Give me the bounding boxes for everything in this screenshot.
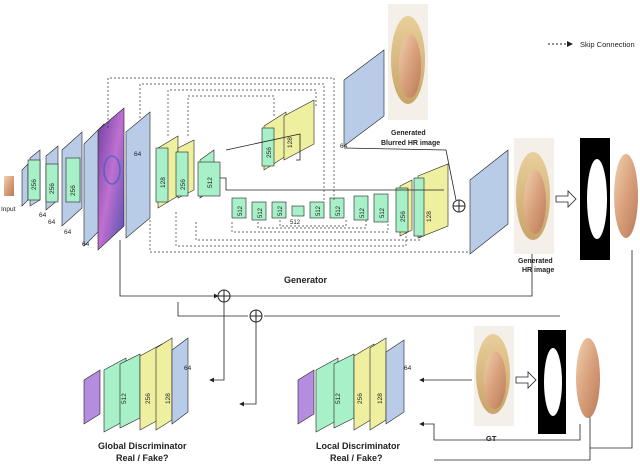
input-label: Input xyxy=(1,206,16,213)
skip-lines xyxy=(107,77,469,253)
gen-64-a: 64 xyxy=(134,151,142,158)
gen-512-a: 512 xyxy=(207,177,214,188)
local-disc-label-2: Real / Fake? xyxy=(330,453,383,463)
gt-image: GT xyxy=(474,326,514,443)
hollow-arrows xyxy=(515,190,577,389)
gd-256: 256 xyxy=(145,393,152,404)
gen-512-b: 512 xyxy=(238,205,244,216)
enc-256-a: 256 xyxy=(31,179,38,190)
global-discriminator: 512 256 128 64 Global Discriminator Real… xyxy=(83,337,192,463)
gen-256-c: 256 xyxy=(266,147,273,158)
gen-512-f: 512 xyxy=(316,205,322,216)
local-discriminator: 512 256 128 64 Local Discriminator Real … xyxy=(297,337,412,463)
enc-256-c: 256 xyxy=(70,185,77,196)
gen-blurred-label-1: Generated xyxy=(391,130,426,137)
local-disc-label-1: Local Discriminator xyxy=(316,441,401,451)
feature-map xyxy=(97,107,125,251)
gen-512-e: 512 xyxy=(290,220,301,226)
gt-mask xyxy=(538,330,600,434)
gen-512-h: 512 xyxy=(360,207,366,218)
enc-64-a: 64 xyxy=(39,212,47,219)
ld-128: 128 xyxy=(377,393,384,404)
input-image: Input xyxy=(1,176,16,213)
enc-64-c: 64 xyxy=(64,229,72,236)
skip-connection-label: Skip Connection xyxy=(580,40,635,49)
gen-512-g: 512 xyxy=(336,205,342,216)
gen-128-c: 128 xyxy=(287,137,294,148)
gen-512-c: 512 xyxy=(258,207,264,218)
generator: 64 128 256 512 512 512 512 512 512 512 5… xyxy=(125,49,509,285)
gen-hr-label-2: HR image xyxy=(522,267,554,274)
merge-nodes xyxy=(217,289,263,323)
gd-128: 128 xyxy=(165,393,172,404)
gt-label: GT xyxy=(486,434,497,443)
generated-hr-image: Generated HR image xyxy=(514,138,554,274)
ld-256: 256 xyxy=(357,393,364,404)
gen-512-d: 512 xyxy=(278,205,284,216)
enc-64-b: 64 xyxy=(48,219,56,226)
gen-hr-label-1: Generated xyxy=(518,258,553,265)
generator-label: Generator xyxy=(284,275,328,285)
global-disc-label-2: Real / Fake? xyxy=(116,453,169,463)
gen-256-a: 256 xyxy=(180,179,187,190)
gen-256-b: 256 xyxy=(400,211,407,222)
enc-256-b: 256 xyxy=(49,183,56,194)
gen-blurred-label-2: Blurred HR image xyxy=(381,140,440,147)
gd-512: 512 xyxy=(121,393,128,404)
ld-64: 64 xyxy=(404,365,412,372)
data-lines xyxy=(119,133,633,461)
global-disc-label-1: Global Discriminator xyxy=(98,441,187,451)
enc-64-d: 64 xyxy=(82,241,90,248)
gd-64: 64 xyxy=(184,365,192,372)
gen-64-b: 64 xyxy=(340,143,348,150)
gen-512-i: 512 xyxy=(380,207,386,218)
encoder: 256 64 256 64 256 64 64 xyxy=(21,123,105,248)
gen-128-a: 128 xyxy=(160,177,167,188)
generated-blurred-image: Generated Blurred HR image xyxy=(381,4,440,147)
skip-connection-legend: Skip Connection xyxy=(548,40,635,49)
ld-512: 512 xyxy=(335,393,342,404)
generated-mask xyxy=(580,138,638,260)
gen-128-b: 128 xyxy=(426,211,433,222)
